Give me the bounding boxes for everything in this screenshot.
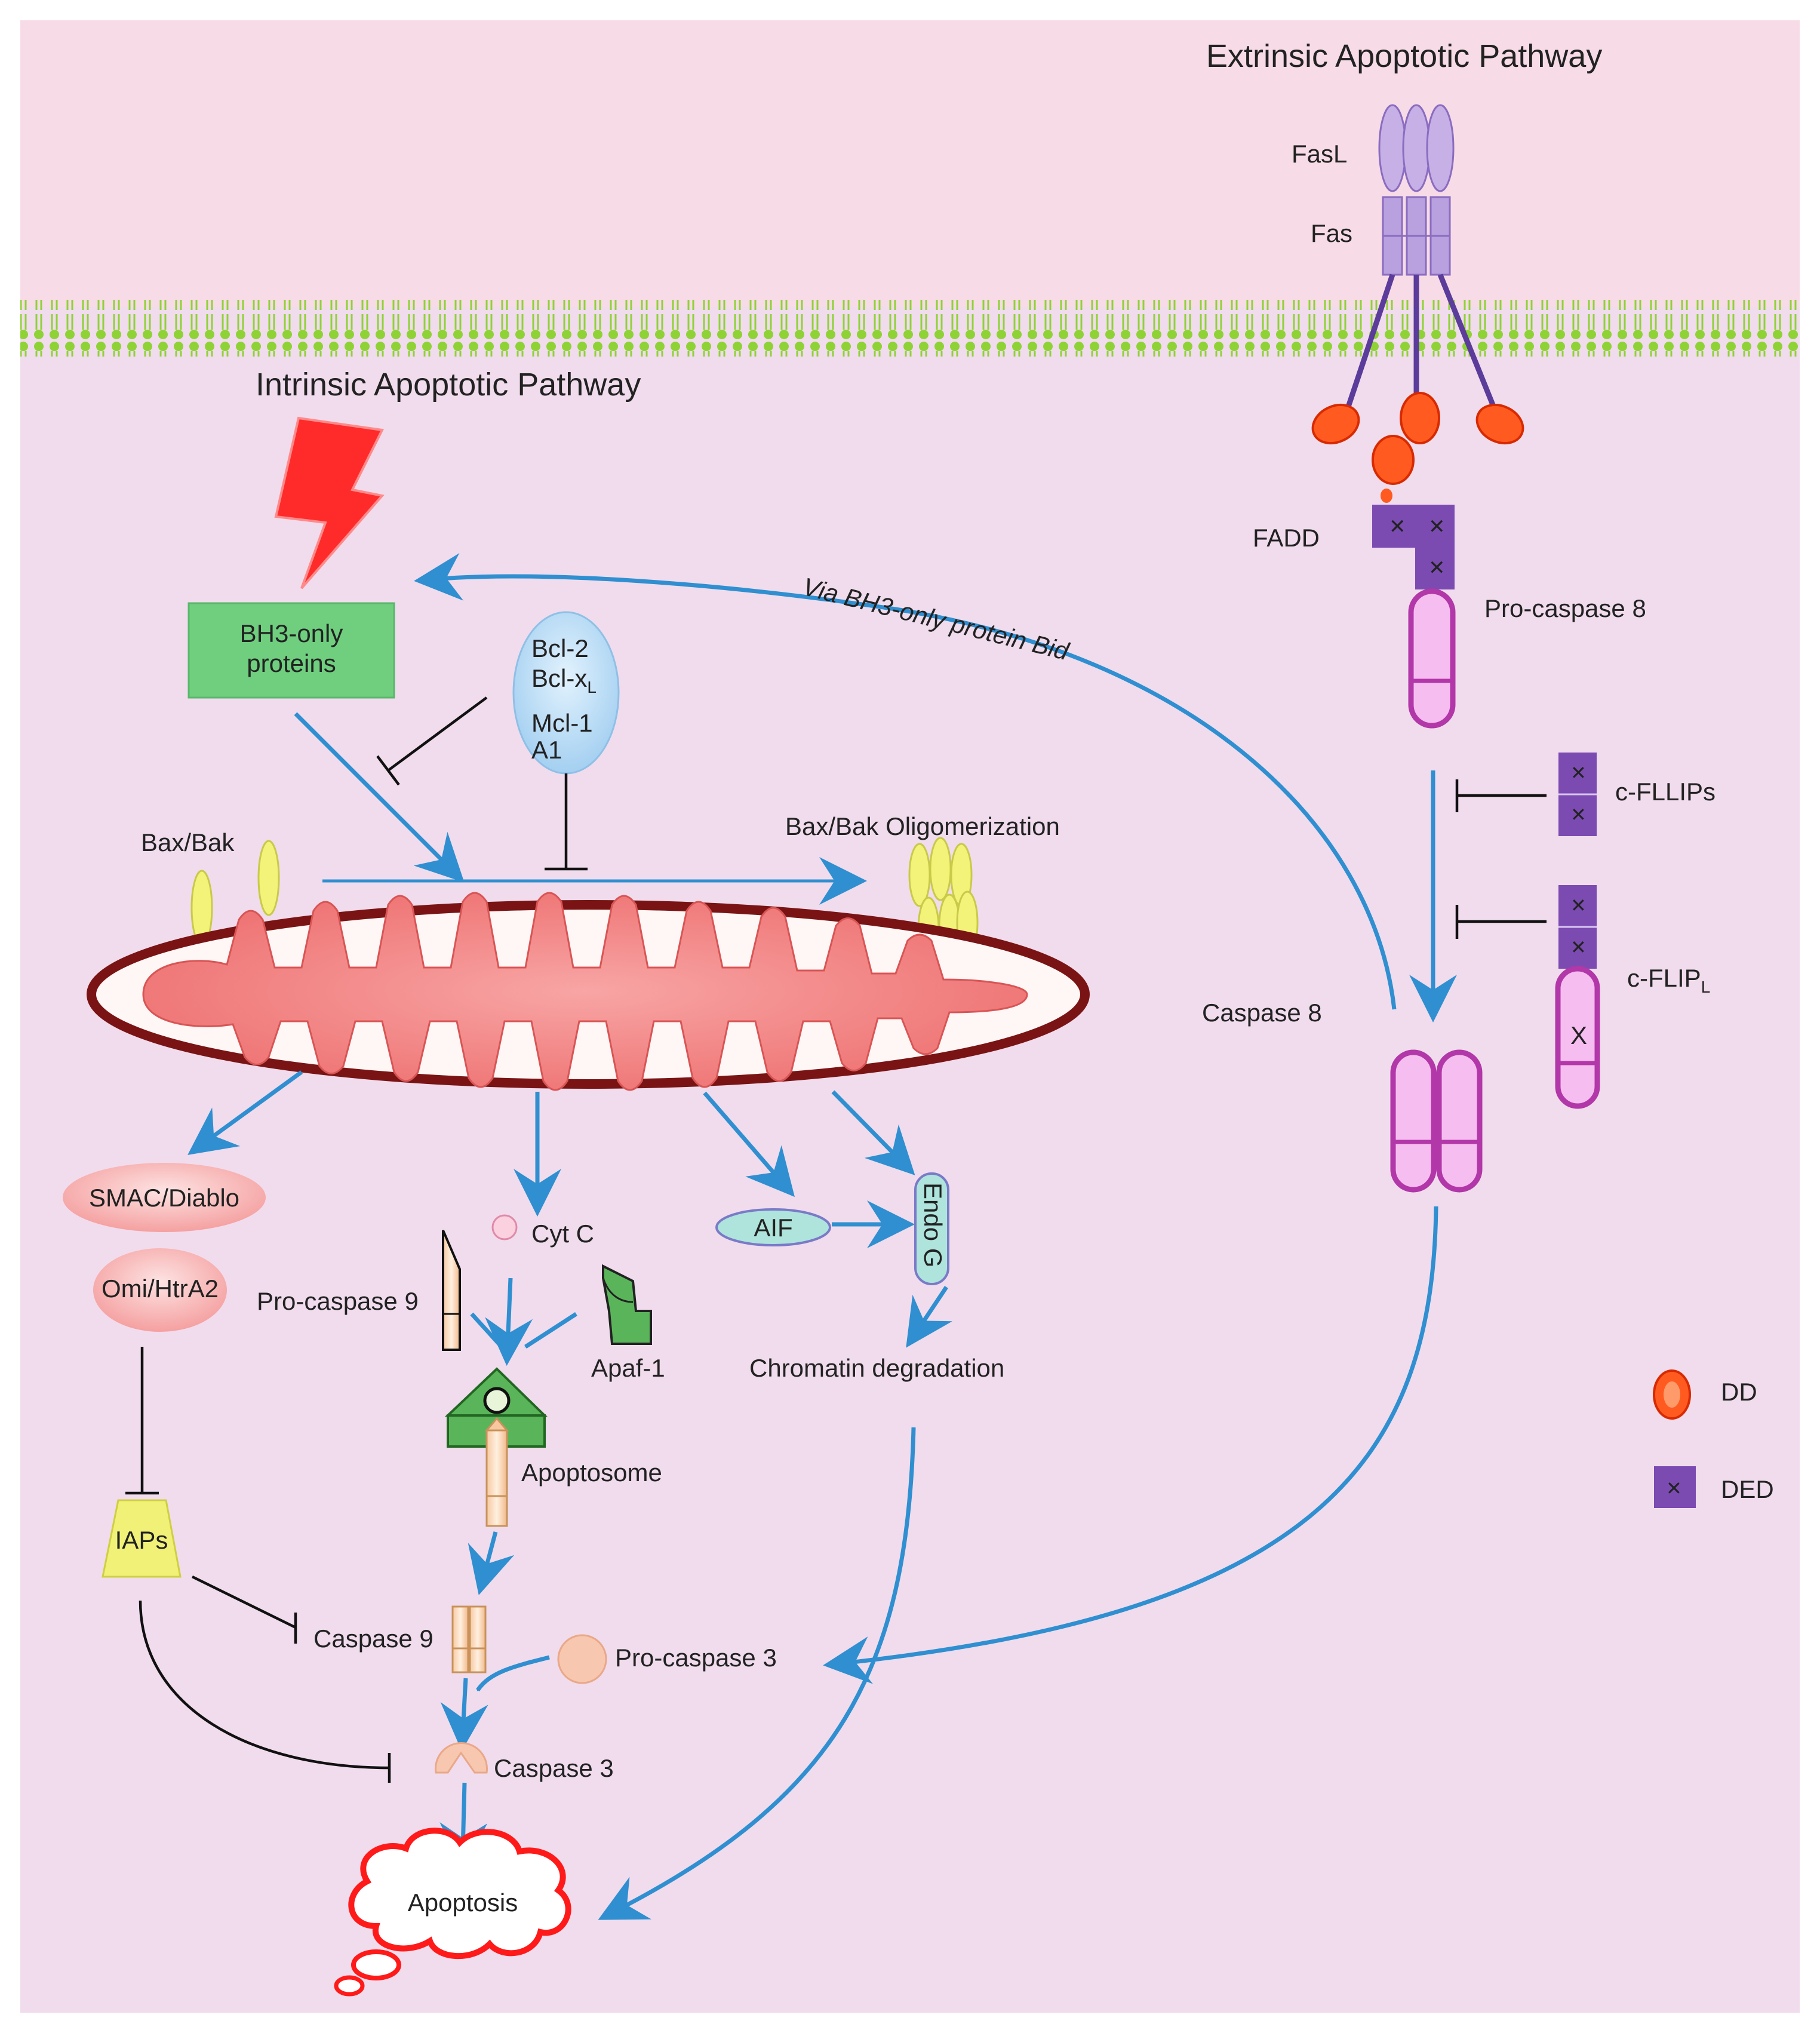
extracellular-space bbox=[20, 20, 1800, 307]
bcl2-label: Bcl-2 bbox=[531, 634, 589, 662]
mcl1-label: Mcl-1 bbox=[531, 709, 593, 737]
svg-text:✕: ✕ bbox=[1389, 515, 1406, 538]
caspase3-label: Caspase 3 bbox=[494, 1754, 614, 1782]
mito-to-aif-arrow bbox=[703, 1091, 795, 1197]
baxbak-olig-label: Bax/Bak Oligomerization bbox=[785, 812, 1060, 840]
fas-label: Fas bbox=[1311, 219, 1352, 247]
bax-bak-oligomer bbox=[908, 837, 979, 961]
caspase9-to-caspase3-arrow bbox=[440, 1678, 488, 1751]
procaspase3-icon bbox=[557, 1634, 607, 1684]
apoptosis-label: Apoptosis bbox=[408, 1888, 518, 1917]
cflipl-label: c-FLIPL bbox=[1627, 964, 1710, 996]
apaf1-label: Apaf-1 bbox=[591, 1354, 665, 1382]
omi-inhibits-iaps-line bbox=[125, 1347, 159, 1495]
iaps-label: IAPs bbox=[115, 1526, 168, 1554]
iaps-inhibit-caspase3-line bbox=[139, 1600, 391, 1783]
caspase8-to-caspase3-arrow bbox=[823, 1206, 1438, 1684]
legend-ded-mark: ✕ bbox=[1666, 1478, 1682, 1499]
smac-label: SMAC/Diablo bbox=[89, 1184, 239, 1212]
pro-caspase-8 bbox=[1408, 588, 1456, 729]
caspase9-label: Caspase 9 bbox=[313, 1624, 434, 1653]
cfllips-label: c-FLLIPs bbox=[1615, 778, 1716, 806]
cytc-to-apoptosome-arrow bbox=[485, 1277, 533, 1366]
bax-bak-monomers bbox=[190, 840, 280, 946]
c-flipl-inhibition bbox=[1455, 905, 1547, 939]
fadd-label: FADD bbox=[1253, 524, 1320, 552]
intrinsic-pathway-title: Intrinsic Apoptotic Pathway bbox=[256, 367, 641, 403]
omi-htra2-oval bbox=[93, 1248, 227, 1332]
iaps-trapezoid bbox=[102, 1499, 182, 1578]
svg-text:✕: ✕ bbox=[1570, 936, 1587, 958]
smac-diablo-oval bbox=[63, 1163, 266, 1232]
bh3-label-line1: BH3-only bbox=[240, 619, 343, 647]
death-domains bbox=[1311, 392, 1524, 503]
procaspase8-label: Pro-caspase 8 bbox=[1484, 594, 1646, 622]
apoptosome-to-caspase9-arrow bbox=[468, 1531, 515, 1595]
aif-oval bbox=[715, 1208, 831, 1246]
mitochondrion bbox=[87, 892, 1090, 1091]
procasp9-to-apoptosome-arrow bbox=[470, 1312, 503, 1349]
a1-label: A1 bbox=[531, 736, 562, 764]
procaspase3-label: Pro-caspase 3 bbox=[615, 1644, 777, 1672]
fasl-label: FasL bbox=[1292, 140, 1347, 168]
svg-text:✕: ✕ bbox=[1570, 804, 1587, 825]
legend-dd-label: DD bbox=[1721, 1378, 1757, 1406]
iaps-inhibit-caspase9-line bbox=[192, 1575, 297, 1644]
legend-ded-label: DED bbox=[1721, 1475, 1774, 1503]
bh3-label-line2: proteins bbox=[247, 649, 336, 677]
fadd-ded-blocks: ✕ ✕ ✕ bbox=[1372, 505, 1455, 589]
svg-text:✕: ✕ bbox=[1428, 557, 1446, 579]
extrinsic-pathway-title: Extrinsic Apoptotic Pathway bbox=[1206, 38, 1602, 74]
mito-to-endog-arrow bbox=[831, 1090, 915, 1175]
apaf1-to-apoptosome-arrow bbox=[524, 1312, 577, 1349]
c-fllips-inhibition bbox=[1455, 779, 1547, 812]
svg-text:✕: ✕ bbox=[1570, 762, 1587, 784]
legend-ded-icon bbox=[1654, 1466, 1696, 1508]
stress-lightning-icon bbox=[274, 416, 385, 589]
procasp3-to-caspase3-arrow bbox=[476, 1655, 550, 1692]
bh3-to-mito-arrow bbox=[294, 712, 465, 883]
endog-to-chromatin-arrow bbox=[906, 1286, 952, 1348]
chromatin-label: Chromatin degradation bbox=[749, 1354, 1004, 1382]
endog-oval bbox=[914, 1172, 949, 1285]
aif-label: AIF bbox=[754, 1214, 792, 1242]
caspase8-label: Caspase 8 bbox=[1202, 999, 1322, 1027]
cell-membrane bbox=[20, 300, 1800, 357]
apoptosome-icon bbox=[444, 1367, 548, 1527]
cytc-icon bbox=[491, 1214, 518, 1240]
apoptosome-label: Apoptosome bbox=[521, 1458, 662, 1487]
bcl2-inhibits-mito-line bbox=[545, 773, 588, 871]
procaspase9-label: Pro-caspase 9 bbox=[257, 1287, 419, 1315]
legend-dd-highlight bbox=[1664, 1381, 1680, 1408]
c-fllips-blocks: ✕ ✕ bbox=[1558, 753, 1597, 836]
mito-to-smac-arrow bbox=[187, 1070, 303, 1155]
cflipl-x-mark: X bbox=[1570, 1021, 1587, 1049]
bh3-only-box bbox=[187, 602, 395, 699]
caspase3-icon bbox=[435, 1742, 488, 1774]
bcl2-inhibits-bh3-line bbox=[376, 696, 488, 786]
svg-text:✕: ✕ bbox=[1428, 515, 1446, 538]
procaspase9-icon bbox=[442, 1230, 461, 1351]
caspase9-icon bbox=[451, 1605, 487, 1673]
fas-ligand bbox=[1378, 104, 1455, 192]
c-flipl: ✕ ✕ bbox=[1555, 885, 1600, 1109]
apoptosis-cloud bbox=[334, 1828, 571, 1997]
caspase-8 bbox=[1390, 1049, 1483, 1193]
caspase8-to-bid-arrow bbox=[414, 553, 1397, 1010]
apaf1-icon bbox=[602, 1264, 652, 1345]
bclxl-label: Bcl-xL bbox=[531, 664, 597, 696]
svg-text:✕: ✕ bbox=[1570, 895, 1587, 916]
omi-label: Omi/HtrA2 bbox=[102, 1275, 219, 1303]
baxbak-label: Bax/Bak bbox=[141, 828, 235, 856]
chromatin-to-apoptosis-arrow bbox=[598, 1427, 916, 1920]
fas-death-domain-stalks bbox=[1344, 274, 1499, 413]
cytc-label: Cyt C bbox=[531, 1220, 594, 1248]
endog-label: Endo G bbox=[919, 1183, 947, 1267]
fas-receptor bbox=[1382, 196, 1451, 276]
